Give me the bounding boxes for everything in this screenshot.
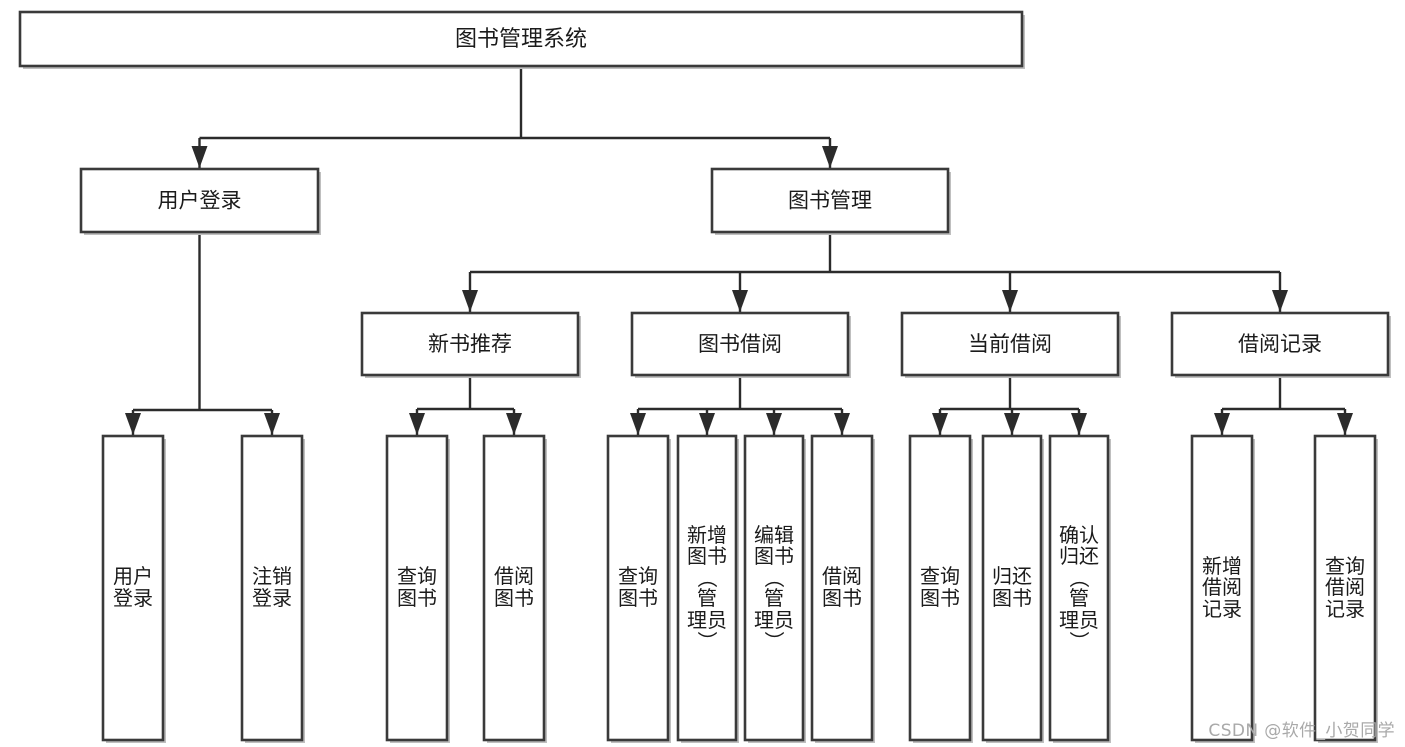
l2-mgmt-arrow-3 <box>1272 290 1288 312</box>
node-leaf-9[interactable] <box>981 434 1043 742</box>
node-leaf-10[interactable] <box>1048 434 1110 742</box>
node-leaf-11[interactable] <box>1190 434 1254 742</box>
node-leaf-12[interactable] <box>1313 434 1377 742</box>
node-leaf-2[interactable] <box>385 434 449 742</box>
node-l3-2-label: 当前借阅 <box>968 332 1052 356</box>
root-arrow-0 <box>191 146 208 168</box>
node-leaf-0[interactable] <box>101 434 165 742</box>
l2-login-arrow-1 <box>264 413 280 435</box>
node-l2-0-label: 用户登录 <box>158 189 242 213</box>
node-leaf-7[interactable] <box>810 434 874 742</box>
connectors-layer <box>125 66 1353 435</box>
watermark-text: CSDN @软件_小贺同学 <box>1208 721 1395 741</box>
node-root-图书管理系统-label: 图书管理系统 <box>455 27 587 52</box>
node-leaf-8[interactable] <box>908 434 972 742</box>
l2-mgmt-arrow-2 <box>1002 290 1018 312</box>
root-arrow-1 <box>822 146 838 168</box>
l3-1-arrow-1 <box>699 413 715 435</box>
l3-3-arrow-1 <box>1337 413 1353 435</box>
l3-0-arrow-0 <box>409 413 425 435</box>
boxes-layer <box>18 10 1391 743</box>
node-l2-1[interactable] <box>710 167 950 234</box>
l3-1-arrow-2 <box>766 413 782 435</box>
node-l3-1[interactable] <box>630 311 850 377</box>
node-l3-0-label: 新书推荐 <box>428 332 512 356</box>
node-l3-3-label: 借阅记录 <box>1238 332 1322 356</box>
l3-2-arrow-0 <box>932 413 948 435</box>
node-leaf-5[interactable] <box>676 434 738 742</box>
node-leaf-3[interactable] <box>482 434 546 742</box>
node-l2-1-label: 图书管理 <box>788 189 872 213</box>
l3-2-arrow-2 <box>1071 413 1087 435</box>
node-l3-1-label: 图书借阅 <box>698 332 782 356</box>
node-leaf-1[interactable] <box>240 434 304 742</box>
l2-mgmt-arrow-1 <box>732 290 748 312</box>
l3-0-arrow-1 <box>506 413 522 435</box>
node-root-图书管理系统[interactable] <box>18 10 1024 68</box>
l2-mgmt-arrow-0 <box>462 290 478 312</box>
l3-3-arrow-0 <box>1214 413 1230 435</box>
node-l3-3[interactable] <box>1170 311 1390 377</box>
node-l3-0[interactable] <box>360 311 580 377</box>
l3-2-arrow-1 <box>1004 413 1020 435</box>
node-leaf-6[interactable] <box>743 434 805 742</box>
l3-1-arrow-0 <box>630 413 646 435</box>
node-leaf-4[interactable] <box>606 434 670 742</box>
l2-login-arrow-0 <box>125 413 141 435</box>
node-l2-0[interactable] <box>79 167 320 234</box>
node-l3-2[interactable] <box>900 311 1120 377</box>
l3-1-arrow-3 <box>834 413 850 435</box>
